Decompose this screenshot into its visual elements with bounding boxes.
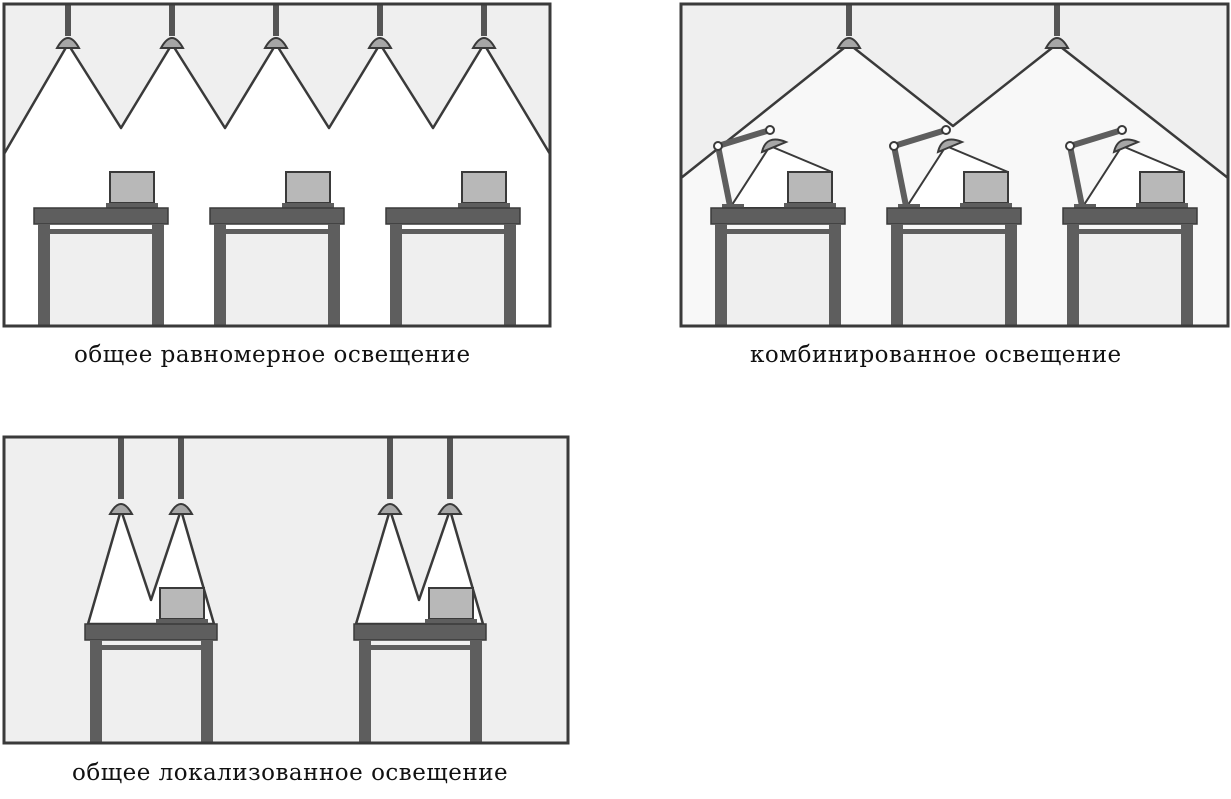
combined-lighting-panel xyxy=(679,2,1230,328)
pendant-lamp xyxy=(55,4,81,49)
caption-uniform-lighting: общее равномерное освещение xyxy=(74,342,471,368)
desk xyxy=(84,587,218,743)
desk-lamp xyxy=(889,125,965,209)
desk xyxy=(710,125,846,326)
uniform-lighting-panel xyxy=(2,2,552,328)
desk xyxy=(209,171,345,326)
pendant-lamp xyxy=(263,4,289,49)
pendant-lamp xyxy=(471,4,497,49)
panel-frame xyxy=(2,2,552,328)
ceiling-lamps xyxy=(836,4,1070,49)
caption-combined-lighting: комбинированное освещение xyxy=(750,342,1122,368)
desk xyxy=(886,125,1022,326)
panel-frame xyxy=(2,435,570,745)
panel-frame xyxy=(679,2,1230,328)
pendant-lamp xyxy=(367,4,393,49)
desk-lamp xyxy=(713,125,789,209)
caption-localized-lighting: общее локализованное освещение xyxy=(72,760,509,786)
desk xyxy=(353,587,487,743)
desk xyxy=(385,171,521,326)
ceiling-lamps xyxy=(108,437,463,515)
desk-lamp xyxy=(1065,125,1141,209)
pendant-lamp xyxy=(377,437,403,515)
pendant-lamp xyxy=(836,4,862,49)
desk xyxy=(1062,125,1198,326)
pendant-lamp xyxy=(1044,4,1070,49)
pendant-lamp xyxy=(159,4,185,49)
pendant-lamp xyxy=(437,437,463,515)
localized-lighting-panel xyxy=(2,435,570,745)
ceiling-lamps xyxy=(55,4,497,49)
panel-background xyxy=(4,437,568,743)
pendant-lamp xyxy=(108,437,134,515)
pendant-lamp xyxy=(168,437,194,515)
desk xyxy=(33,171,169,326)
